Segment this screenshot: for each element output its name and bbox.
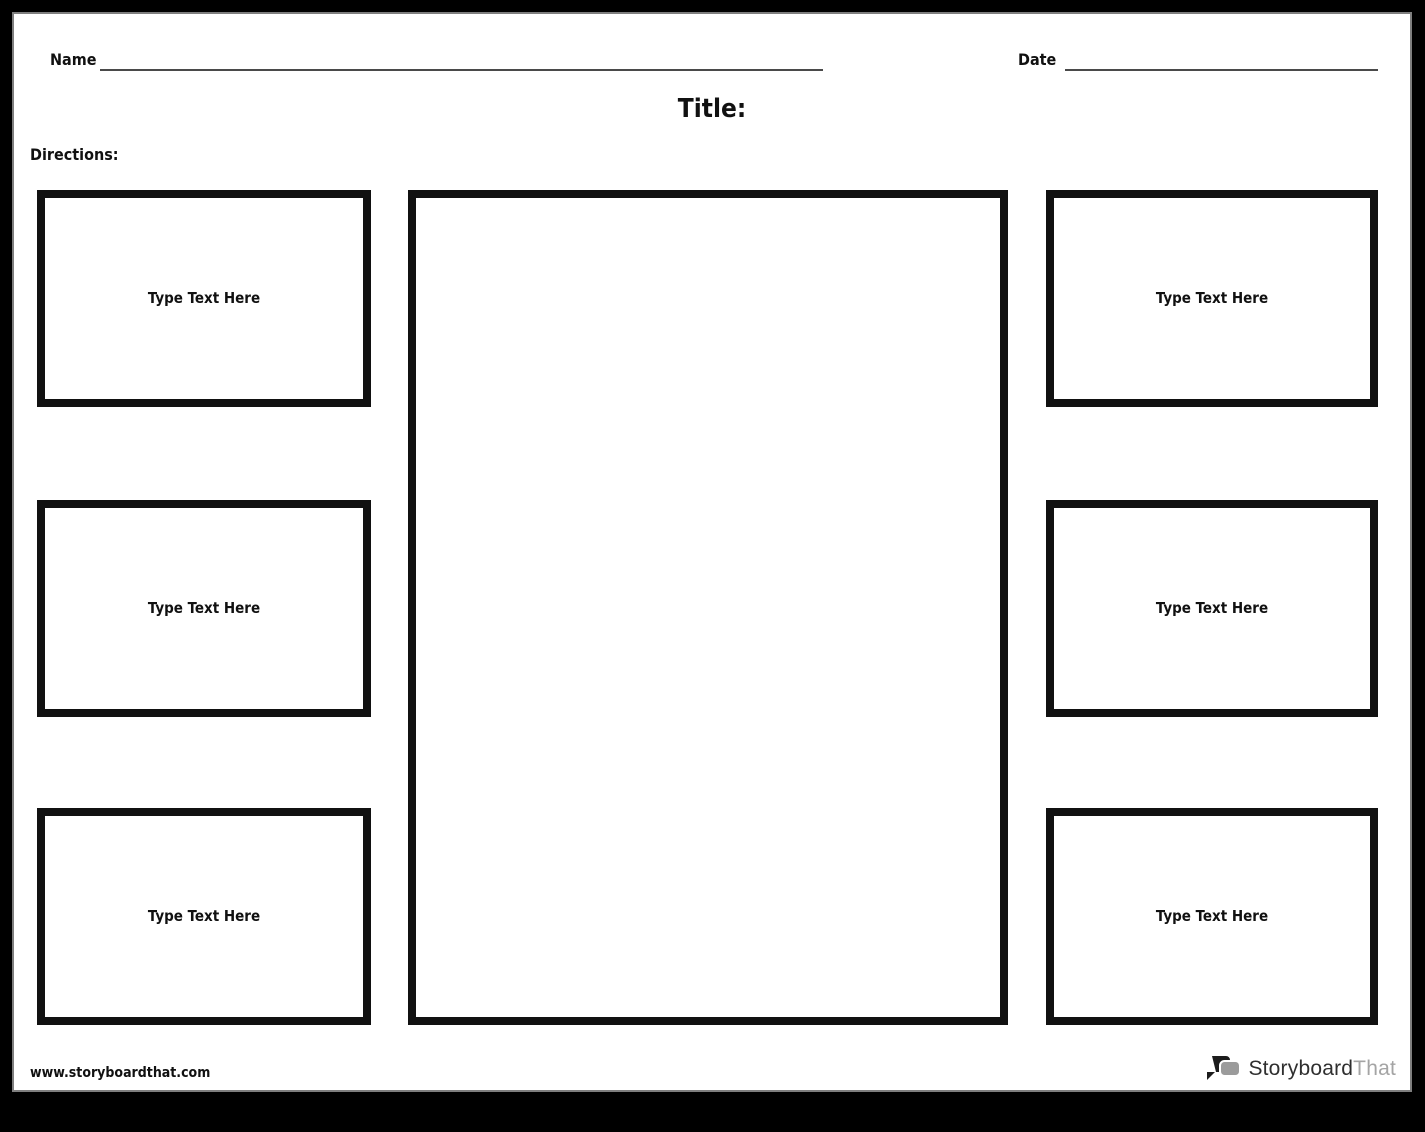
text-box-left-1[interactable]: Type Text Here: [37, 190, 371, 407]
name-label: Name: [50, 50, 97, 69]
text-box-right-3[interactable]: Type Text Here: [1046, 808, 1378, 1025]
text-box-placeholder: Type Text Here: [1155, 907, 1269, 925]
website-url[interactable]: www.storyboardthat.com: [30, 1065, 211, 1081]
main-storyboard-cell[interactable]: [408, 190, 1008, 1025]
logo-that: That: [1353, 1057, 1396, 1080]
text-box-left-2[interactable]: Type Text Here: [37, 500, 371, 717]
text-box-placeholder: Type Text Here: [1155, 599, 1269, 617]
page-title: Title:: [677, 94, 747, 124]
name-fill-line: [100, 69, 823, 71]
text-box-placeholder: Type Text Here: [147, 289, 261, 307]
text-box-right-1[interactable]: Type Text Here: [1046, 190, 1378, 407]
text-box-left-3[interactable]: Type Text Here: [37, 808, 371, 1025]
directions-label: Directions:: [30, 145, 119, 164]
date-label: Date: [1018, 50, 1057, 69]
text-box-right-2[interactable]: Type Text Here: [1046, 500, 1378, 717]
speech-bubbles-icon: [1207, 1056, 1242, 1080]
text-box-placeholder: Type Text Here: [1155, 289, 1269, 307]
logo-wordmark: StoryboardThat: [1248, 1057, 1396, 1081]
worksheet-page: Name Date Title: Directions: Type Text H…: [12, 12, 1412, 1092]
date-fill-line: [1065, 69, 1378, 71]
storyboardthat-logo: StoryboardThat: [1206, 1053, 1396, 1085]
text-box-placeholder: Type Text Here: [147, 599, 261, 617]
logo-storyboard: Storyboard: [1248, 1057, 1354, 1080]
text-box-placeholder: Type Text Here: [147, 907, 261, 925]
